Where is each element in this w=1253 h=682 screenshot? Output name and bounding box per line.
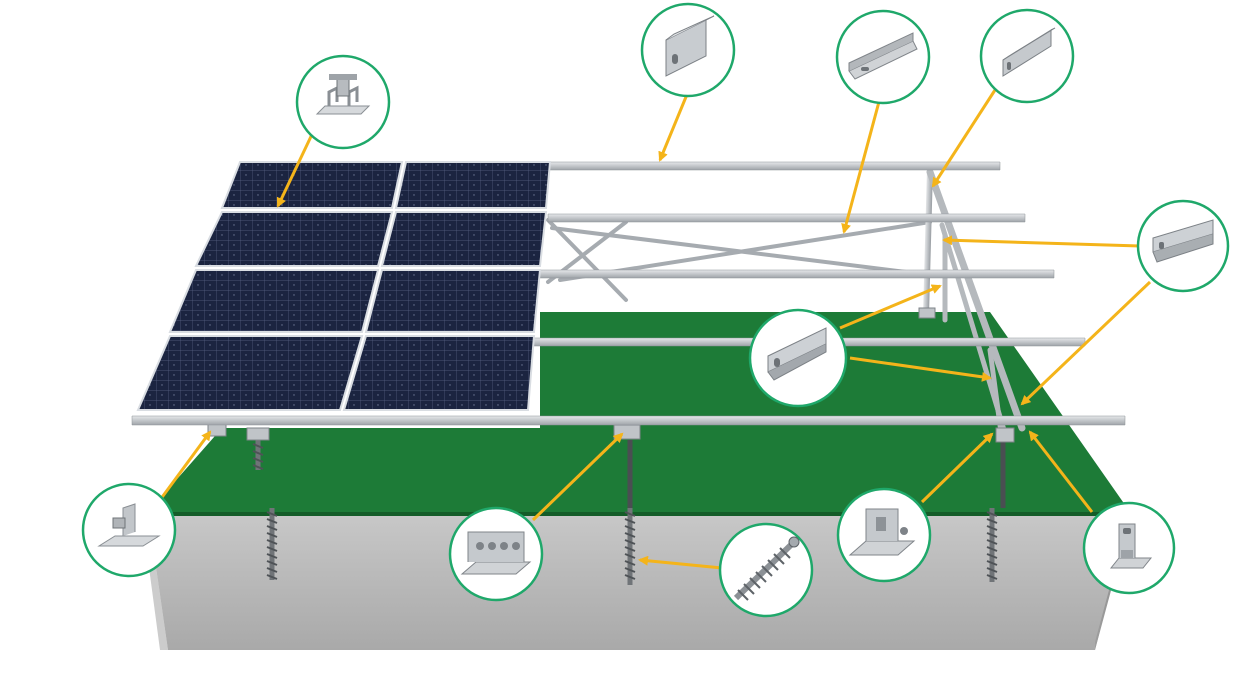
callout-arrows xyxy=(158,89,1152,570)
callout-end-clamp xyxy=(81,482,177,578)
c-profile-short-icon xyxy=(767,327,827,381)
ground-screw xyxy=(266,508,278,580)
c-channel-rail-icon xyxy=(665,15,715,77)
solar-panel xyxy=(394,161,552,209)
small-l-bracket-icon xyxy=(1109,523,1153,569)
angle-brace-icon xyxy=(848,32,918,80)
callout-rear-leg-rail xyxy=(979,8,1075,104)
solar-panel xyxy=(380,211,548,267)
callout-bubbles xyxy=(81,2,1230,618)
soil-block xyxy=(148,512,1130,650)
callout-rear-base-connector xyxy=(836,487,932,583)
callout-post-connector xyxy=(448,506,544,602)
callout-ground-screw xyxy=(718,522,814,618)
ground-screws xyxy=(252,440,1006,585)
rear-bracket-icon xyxy=(848,508,916,556)
callout-rear-post-rail xyxy=(1136,199,1230,293)
callout-diagonal-brace xyxy=(835,9,931,105)
slotted-rail-icon xyxy=(1002,27,1056,77)
support-frame xyxy=(207,164,1026,443)
mid-clamp-icon xyxy=(315,74,371,115)
callout-main-rail-top xyxy=(640,2,736,98)
callout-mid-clamp xyxy=(295,54,391,150)
ground-screw xyxy=(252,440,264,470)
callout-ring xyxy=(295,54,391,150)
solar-panel xyxy=(168,269,380,333)
callout-cross-beam xyxy=(748,308,848,408)
ground-screw xyxy=(624,508,636,585)
ground-screw-icon xyxy=(733,536,800,601)
solar-panel xyxy=(342,335,536,411)
solar-panel xyxy=(136,335,364,411)
c-profile-long-icon xyxy=(1152,219,1214,263)
end-clamp-icon xyxy=(97,503,161,547)
solar-panel-array xyxy=(136,161,552,411)
solar-panel xyxy=(220,161,404,209)
ground-screw xyxy=(986,508,998,582)
l-bracket-bolts-icon xyxy=(460,531,532,575)
callout-corner-connector xyxy=(1082,501,1176,595)
solar-panel xyxy=(364,269,542,333)
solar-panel xyxy=(194,211,394,267)
